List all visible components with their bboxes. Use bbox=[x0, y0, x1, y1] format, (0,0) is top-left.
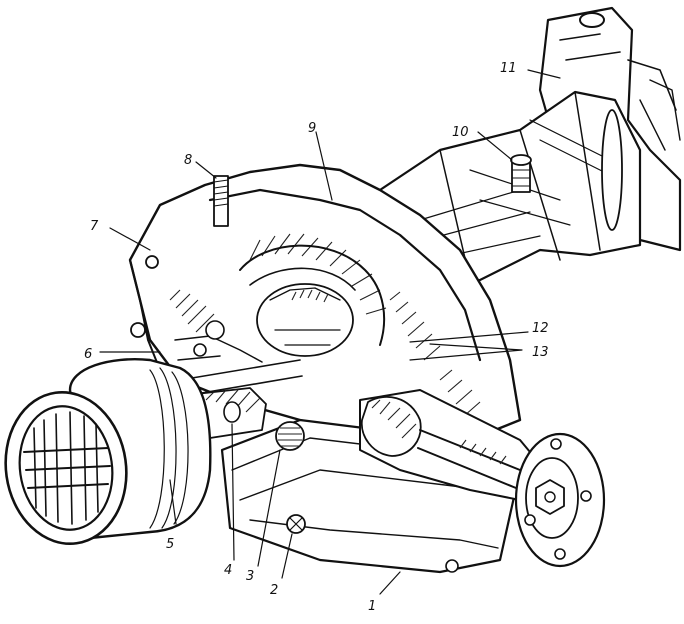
callout-7: 7 bbox=[90, 219, 99, 234]
callout-8: 8 bbox=[184, 153, 192, 168]
stud-8 bbox=[213, 175, 229, 227]
callout-10: 10 bbox=[452, 125, 469, 140]
callout-12: 12 bbox=[532, 321, 549, 336]
drive-pinion-assembly bbox=[359, 389, 606, 568]
drive-coupling-sleeve-5 bbox=[4, 358, 212, 546]
adjusting-nut-3 bbox=[275, 421, 305, 451]
callout-4: 4 bbox=[224, 563, 232, 578]
callout-9: 9 bbox=[308, 121, 316, 136]
breather-10 bbox=[510, 154, 532, 193]
leader-lines bbox=[99, 69, 561, 595]
callout-11: 11 bbox=[500, 61, 517, 76]
callout-13: 13 bbox=[532, 345, 549, 360]
axle-bearing-4 bbox=[179, 359, 303, 439]
callout-5: 5 bbox=[166, 537, 174, 552]
callout-6: 6 bbox=[84, 347, 92, 362]
callout-3: 3 bbox=[246, 569, 254, 584]
callout-1: 1 bbox=[368, 599, 376, 614]
main-differential-housing bbox=[128, 163, 522, 442]
callout-labels: 1 2 3 4 5 6 7 8 9 10 11 12 13 bbox=[84, 61, 549, 614]
callout-2: 2 bbox=[270, 583, 278, 598]
